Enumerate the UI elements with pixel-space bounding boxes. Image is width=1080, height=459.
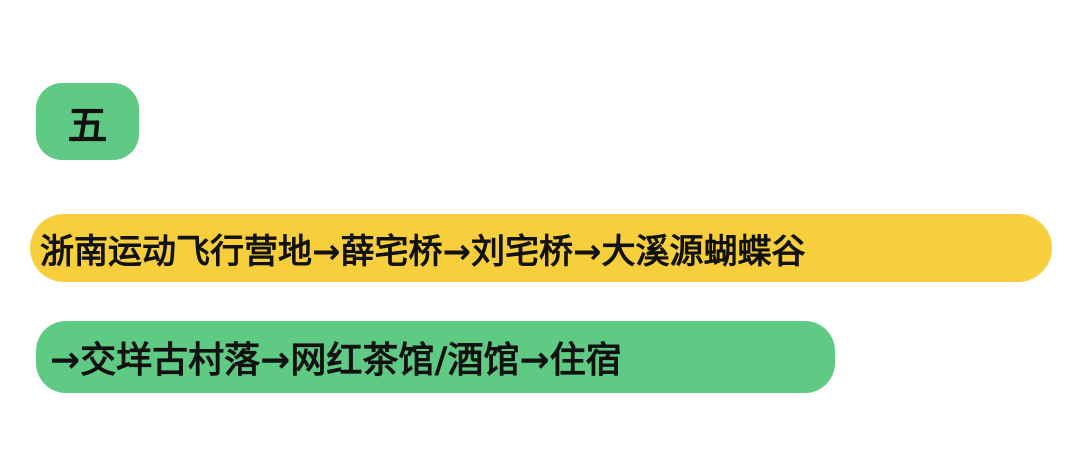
route-line-2-highlight: →交垟古村落→网红茶馆/酒馆→住宿 (36, 321, 835, 393)
route-line-1-text: 浙南运动飞行营地→薛宅桥→刘宅桥→大溪源蝴蝶谷 (40, 231, 806, 272)
route-line-1-highlight: 浙南运动飞行营地→薛宅桥→刘宅桥→大溪源蝴蝶谷 (30, 214, 1052, 282)
day-number-label: 五 (67, 102, 108, 149)
route-line-2-text: →交垟古村落→网红茶馆/酒馆→住宿 (50, 340, 622, 381)
day-number-badge: 五 (36, 83, 139, 160)
